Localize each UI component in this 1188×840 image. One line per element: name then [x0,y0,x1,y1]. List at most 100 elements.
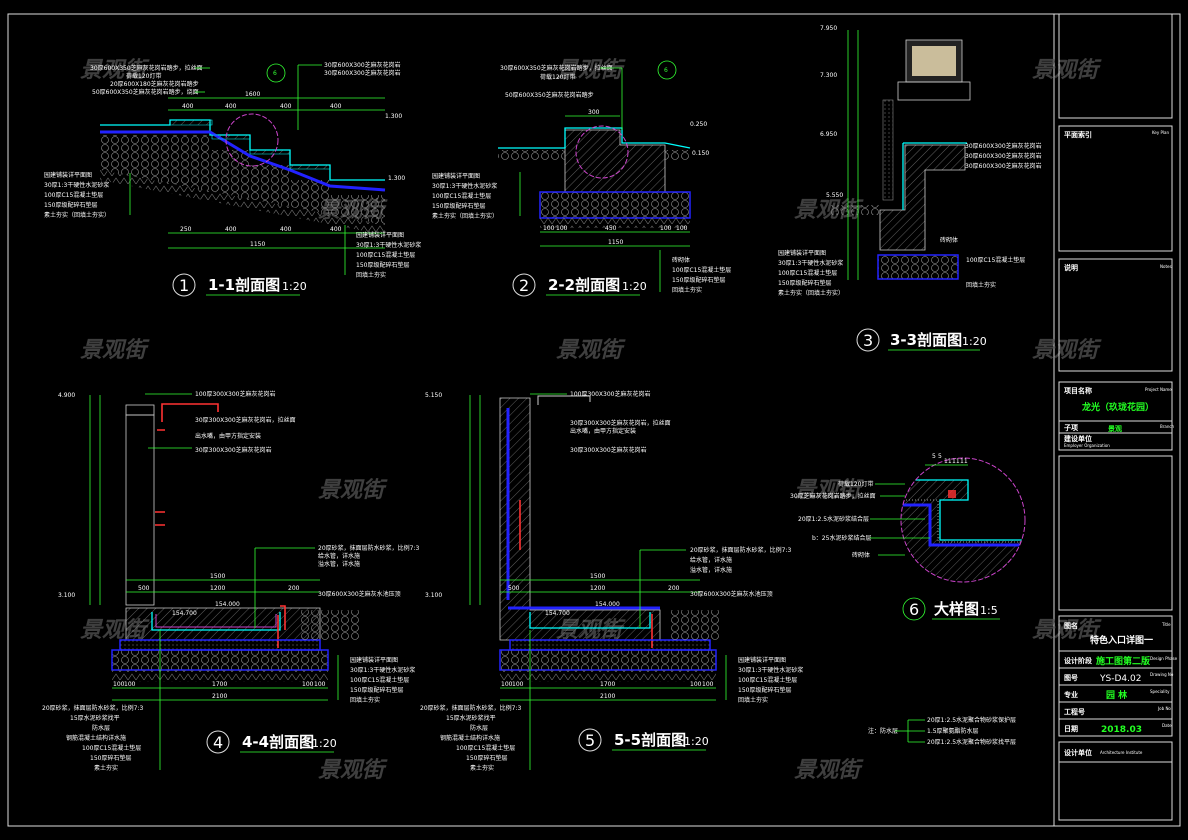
label-title_block-design_phase-label: 设计阶段 [1064,656,1092,665]
label-waterproof_note-items-0: 20厚1:2.5水泥聚合物砂浆保护层 [927,716,1016,724]
label-sections-3-notes_right-0: 园建铺装详平面图 [350,656,398,664]
drawing-path [830,205,880,215]
label-title_block-drawing_no-label: 图号 [1064,673,1078,682]
drawing-circle [902,597,926,621]
label-sections-4-notes_mid-1: 给水管，详水施 [690,556,732,564]
drawing-path [151,612,281,631]
label-sections-3-notes_right-4: 回填土夯实 [350,696,380,704]
drawing-rect [300,610,360,640]
drawing-path [100,130,386,192]
drawing-rect [540,218,690,228]
drawing-rect [670,610,720,640]
label-sections-3-notes_top-0: 100厚300X300芝麻灰花岗岩 [195,390,275,398]
label-sections-3-title: 4-4剖面图 [242,733,314,751]
label-sections-3-notes_left-3: 钢筋混凝土结构详水施 [66,734,126,742]
label-sections-4-notes_left-4: 100厚C15混凝土垫层 [456,744,515,752]
label-sections-4-dims_top-2: 1200 [590,585,605,592]
label-sections-4-notes_left-1: 15厚水泥砂浆找平 [446,714,496,722]
label-sections-0-scale: 1:20 [282,280,307,293]
drawing-circle [657,60,677,80]
label-sections-4-scale: 1:20 [684,735,709,748]
label-sections-3-levels-1: 3.100 [58,592,75,599]
label-sections-5-dims-0: 5 [932,453,936,460]
label-sections-4-dims_bottom-4: 100 [702,681,714,688]
label-sections-4-notes_mid-2: 溢水管，详水施 [690,566,732,574]
label-sections-1-notes_right-2: 150厚级配碎石垫层 [672,276,725,284]
label-sections-1-notes_top-0: 30厚600X350芝麻灰花岗岩踏步，拉丝面 [500,64,613,72]
label-sections-4-dims_bottom-1: 100 [512,681,524,688]
label-sections-3-dims_top-2: 1200 [210,585,225,592]
label-sections-1-number: 2 [519,276,529,295]
label-sections-3-dims_bottom-3: 100 [302,681,314,688]
label-sections-1-title: 2-2剖面图 [548,276,620,294]
label-sections-0-notes_top-1: 荷载120灯带 [126,72,161,80]
label-watermark: 景观街 [318,758,388,783]
label-title_block-notes-en: Notes [1160,264,1172,269]
label-sections-2-notes_left-2: 100厚C15混凝土垫层 [778,269,837,277]
label-sections-0-notes_left-3: 150厚级配碎石垫层 [44,201,97,209]
drawing-circle [575,125,629,179]
section-3-3: 7.950 7.300 6.950 5.550 30厚600X300芝麻灰花岗岩… [778,25,1042,352]
label-sections-4-dim_total_bottom: 2100 [600,693,615,700]
label-sections-2-notes_left-4: 素土夯实（回填土夯实） [778,289,844,297]
label-sections-3-notes_left-4: 100厚C15混凝土垫层 [82,744,141,752]
label-sections-4-notes_mid-0: 20厚砂浆，抹面层防水砂浆，比例7:3 [690,546,791,554]
label-sections-2-notes_left-1: 30厚1:3干硬性水泥砂浆 [778,259,843,267]
label-sections-1-levels-1: 0.150 [692,150,709,157]
drawing-rect [1058,615,1173,737]
label-sections-3-number: 4 [213,733,223,752]
label-sections-3-notes_top-2: 出水嘴，由甲方指定安装 [195,432,261,440]
label-sections-4-notes_left-2: 防水层 [470,724,488,732]
label-sections-4-dims_top-0: 1500 [590,573,605,580]
drawing-path [169,119,331,170]
label-sections-0-dim_total_bottom: 1150 [250,241,265,248]
label-sections-3-dims_top-3: 200 [288,585,300,592]
label-sections-4-notes_right-2: 100厚C15混凝土垫层 [738,676,797,684]
drawing-path [901,499,1025,543]
label-sections-3-notes_mid-2: 溢水管，详水施 [318,560,360,568]
label-title_block-branch-en: Branch [1160,424,1175,429]
drawing-rect [882,99,894,201]
label-watermark: 景观街 [318,478,388,503]
drawing-rect [509,639,711,651]
label-watermark: 景观街 [80,338,150,363]
drawing-path [564,129,666,193]
label-sections-0-dims_top-3: 400 [330,103,342,110]
label-sections-4-notes_top-1: 30厚300X300芝麻灰花岗岩，拉丝面 [570,419,671,427]
drawing-rect [1058,13,1173,119]
label-sections-2-scale: 1:20 [962,335,987,348]
label-sections-3-dims_bottom-1: 100 [124,681,136,688]
label-title_block-key_plan-en: Key Plan [1152,130,1169,135]
label-sections-3-notes_right-3: 150厚级配碎石垫层 [350,686,403,694]
label-sections-1-notes_left-0: 园建铺装详平面图 [432,172,480,180]
label-title_block-speciality-label: 专业 [1064,690,1078,699]
label-sections-4-levels-1: 3.100 [425,592,442,599]
label-sections-4-notes_right-0: 园建铺装详平面图 [738,656,786,664]
label-title_block-branch-label: 子项 [1064,423,1078,432]
drawing-path [125,607,321,641]
key-plan-box [1058,125,1173,252]
drawing-circle [512,273,536,297]
drawing-path [280,605,286,630]
label-sections-3-notes_top-3: 30厚300X300芝麻灰花岗岩 [195,446,272,454]
label-title_block-title-label: 图名 [1064,621,1078,630]
label-sections-1-dims_bottom-1: 100 [556,225,568,232]
label-sections-5-number: 6 [909,600,919,619]
label-sections-4-notes_right-1: 30厚1:3干硬性水泥砂浆 [738,666,803,674]
label-watermark: 景观街 [556,338,626,363]
drawing-rect [1058,455,1173,611]
drawing-path [506,408,660,610]
label-sections-5-notes-2: 20厚1:2.5水泥砂浆结合层 [798,515,869,523]
label-sections-5-dims-4: 11 [960,458,968,465]
label-sections-3-dims_bottom-2: 1700 [212,681,227,688]
label-sections-0-dim_total_top: 1600 [245,91,260,98]
label-title_block-speciality-en: Speciality [1150,689,1170,694]
label-sections-4-notes_left-0: 20厚砂浆，抹面层防水砂浆，比例7:3 [420,704,521,712]
sheet-border [7,13,1181,827]
label-sections-5-notes-3: b：25水泥砂浆结合层 [812,534,871,542]
label-sections-4-dims_top-3: 200 [668,585,680,592]
